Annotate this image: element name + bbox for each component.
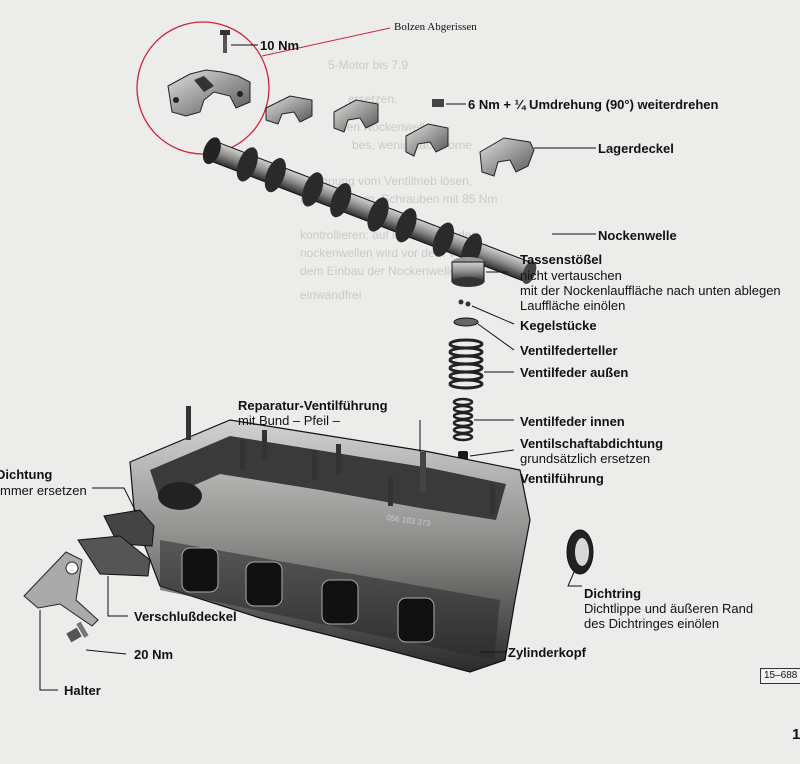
label-dichtring: Dichtring (584, 586, 642, 601)
label-ventilschaftabdichtung-note: grundsätzlich ersetzen (520, 451, 651, 466)
label-kegelstuecke: Kegelstücke (520, 318, 597, 333)
background-text-10: einwandfrei (300, 288, 362, 302)
page-number: 1 (792, 726, 800, 743)
bolt-10nm (220, 30, 258, 53)
seal-ring (566, 529, 594, 587)
label-dichtring-note2: des Dichtringes einölen (584, 616, 720, 631)
bracket (23, 551, 99, 691)
valve-cotters (458, 299, 515, 325)
label-zylinderkopf: Zylinderkopf (508, 645, 587, 660)
bearing-cap-2 (333, 99, 379, 133)
cylinder-head: 056 103 373 (129, 406, 531, 673)
bearing-cap-broken (167, 69, 251, 117)
bearing-cap-1 (265, 95, 313, 125)
label-tassenstoessel-note3: Lauffläche einölen (520, 298, 626, 313)
label-reparatur-ventilfuehrung: Reparatur-Ventilführung (238, 398, 388, 413)
label-ventilfederteller: Ventilfederteller (520, 343, 618, 358)
bearing-cap-4 (479, 137, 596, 177)
label-torque-10nm: 10 Nm (260, 38, 300, 53)
label-halter: Halter (64, 683, 101, 698)
valve-stem-seal (458, 449, 515, 460)
annotation-text: Bolzen Abgerissen (394, 21, 477, 33)
label-tassenstoessel-note1: nicht vertauschen (520, 268, 622, 283)
label-ventilfuehrung: Ventilführung (520, 471, 604, 486)
spring-retainer (453, 317, 515, 351)
label-ventilfeder-innen: Ventilfeder innen (520, 414, 625, 429)
label-torque-20nm: 20 Nm (134, 647, 174, 662)
background-text-5: zeichnung vom Ventiltrieb lösen, (300, 174, 473, 188)
closure-cover (77, 535, 151, 617)
label-dichtring-note1: Dichtlippe und äußeren Rand (584, 601, 754, 616)
label-ventilschaftabdichtung: Ventilschaftabdichtung (520, 436, 664, 451)
label-verschlussdeckel: Verschlußdeckel (134, 609, 237, 624)
figure-number: 15–688 (760, 668, 800, 684)
label-dichtung-note: mmer ersetzen (0, 483, 87, 498)
label-tassenstoessel: Tassenstößel (520, 252, 603, 267)
inner-valve-spring (452, 397, 474, 442)
label-tassenstoessel-note2: mit der Nockenlauffläche nach unten able… (520, 283, 781, 298)
bucket-tappet (451, 257, 508, 287)
bearing-cap-3 (405, 123, 449, 157)
label-torque-6nm: 6 Nm + ¼ Umdrehung (90°) weiterdrehen (468, 97, 719, 112)
background-text-1: 5-Motor bis 7.9 (328, 58, 409, 72)
label-ventilfeder-aussen: Ventilfeder außen (520, 365, 629, 380)
label-lagerdeckel: Lagerdeckel (598, 141, 674, 156)
label-nockenwelle: Nockenwelle (598, 228, 677, 243)
nut-6nm (432, 99, 466, 107)
label-dichtung: Dichtung (0, 467, 53, 482)
outer-valve-spring (448, 338, 484, 390)
bolt-20nm (66, 621, 127, 655)
label-reparatur-note: mit Bund – Pfeil – (238, 413, 340, 428)
